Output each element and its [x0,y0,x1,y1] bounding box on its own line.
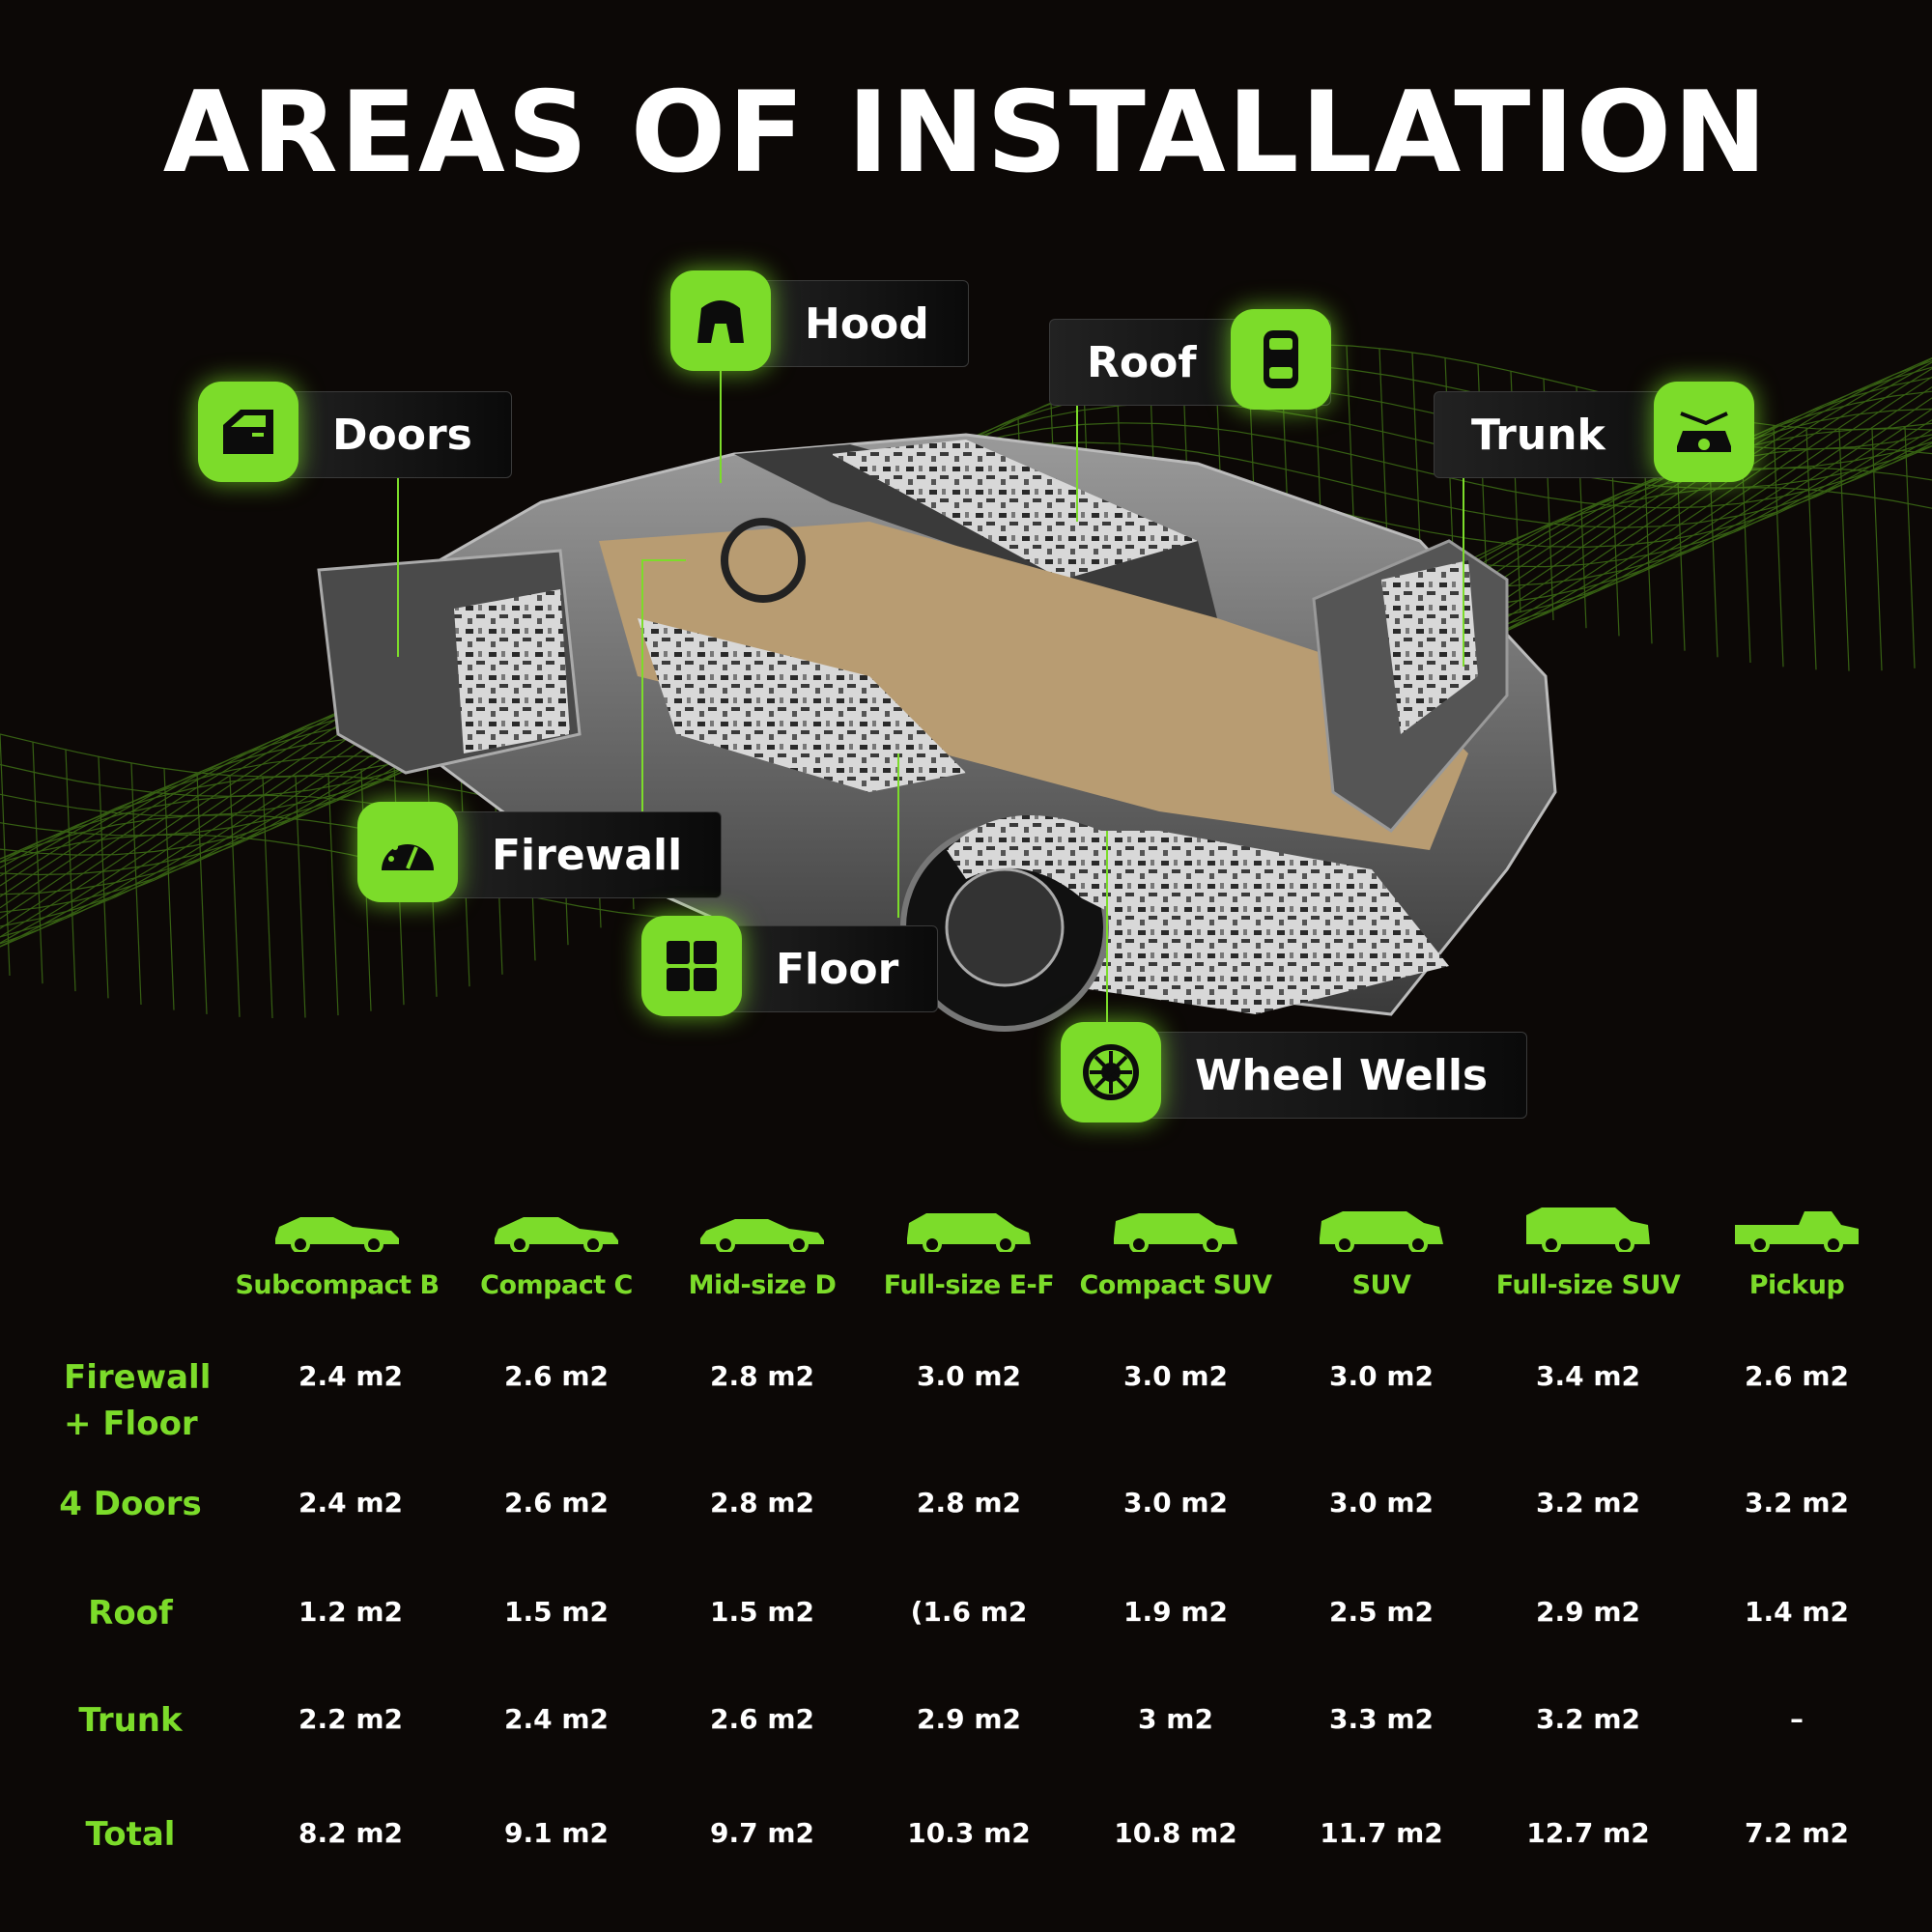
callout-trunk: Trunk [1434,382,1754,482]
table-cell: 2.6 m2 [503,1360,609,1392]
gauge-icon [357,802,458,902]
column-header: Subcompact B [231,1206,443,1300]
table-cell: 10.3 m2 [907,1817,1031,1849]
compact-car-icon [495,1217,618,1254]
table-cell: 3.2 m2 [1535,1703,1640,1735]
table-cell: 3.4 m2 [1535,1360,1640,1392]
page-title: AREAS OF INSTALLATION [162,68,1770,198]
column-header: Compact SUV [1069,1206,1282,1300]
table-cell: 2.4 m2 [503,1703,609,1735]
table-cell: 3.0 m2 [1328,1487,1434,1519]
table-cell: 3.2 m2 [1744,1487,1849,1519]
callout-label: Firewall [425,811,723,898]
table-cell: 2.6 m2 [709,1703,814,1735]
minivan-icon [907,1213,1031,1254]
row-label: Roof [19,1590,242,1636]
row-label: 4 Doors [19,1481,242,1527]
table-cell: 2.4 m2 [298,1360,403,1392]
column-header-label: Compact SUV [1079,1270,1272,1300]
table-cell: 2.2 m2 [298,1703,403,1735]
column-header-label: SUV [1351,1270,1411,1300]
full-size-suv-icon [1526,1208,1650,1254]
table-cell: 2.8 m2 [916,1487,1021,1519]
car-door-icon [198,382,298,482]
sedan-icon [700,1219,824,1254]
table-cell: 9.1 m2 [503,1817,609,1849]
callout-floor: Floor [641,916,939,1016]
table-cell: 2.5 m2 [1328,1596,1434,1628]
column-header-label: Full-size SUV [1495,1270,1681,1300]
callout-wheel-wells: Wheel Wells [1061,1022,1528,1122]
callout-roof: Roof [1049,309,1331,410]
table-cell: 1.5 m2 [709,1596,814,1628]
row-label: Firewall + Floor [64,1354,286,1447]
row-label: Trunk [19,1697,242,1744]
table-cell: 7.2 m2 [1744,1817,1849,1849]
column-header-label: Pickup [1748,1270,1845,1300]
table-cell: 3.3 m2 [1328,1703,1434,1735]
hatchback-icon [275,1217,399,1254]
table-cell: 2.9 m2 [916,1703,1021,1735]
column-header: Full-size SUV [1482,1206,1694,1300]
row-label-line: Trunk [78,1701,183,1740]
table-cell: 1.2 m2 [298,1596,403,1628]
table-cell: 8.2 m2 [298,1817,403,1849]
column-header-label: Subcompact B [235,1270,440,1300]
column-header-label: Mid-size D [688,1270,837,1300]
column-header: Full-size E-F [863,1206,1075,1300]
table-cell: 11.7 m2 [1320,1817,1443,1849]
table-cell: 3.0 m2 [1122,1360,1228,1392]
table-cell: – [1790,1703,1804,1735]
table-cell: 2.4 m2 [298,1487,403,1519]
hood-icon [670,270,771,371]
callout-doors: Doors [198,382,522,482]
table-cell: 2.8 m2 [709,1487,814,1519]
callout-firewall: Firewall [357,802,723,902]
wheel-icon [1061,1022,1161,1122]
column-header-label: Full-size E-F [883,1270,1055,1300]
column-header: Pickup [1690,1206,1903,1300]
table-cell: 3.0 m2 [1328,1360,1434,1392]
table-cell: 12.7 m2 [1526,1817,1650,1849]
column-header-label: Compact C [480,1270,633,1300]
table-cell: 3.2 m2 [1535,1487,1640,1519]
table-cell: (1.6 m2 [910,1596,1028,1628]
callout-label: Floor [709,925,939,1012]
table-cell: 3 m2 [1138,1703,1213,1735]
car-roof-icon [1231,309,1331,410]
table-cell: 3.0 m2 [1122,1487,1228,1519]
car-trunk-icon [1654,382,1754,482]
table-cell: 9.7 m2 [709,1817,814,1849]
row-label-line: + Floor [64,1405,198,1443]
table-cell: 2.6 m2 [1744,1360,1849,1392]
pickup-truck-icon [1735,1211,1859,1254]
table-cell: 10.8 m2 [1114,1817,1237,1849]
compact-suv-icon [1114,1213,1237,1254]
callout-label: Hood [738,280,969,367]
table-cell: 1.9 m2 [1122,1596,1228,1628]
floor-grid-icon [641,916,742,1016]
row-label-line: Firewall [64,1358,212,1397]
row-label-line: Roof [88,1594,173,1633]
row-label-line: 4 Doors [59,1485,202,1523]
column-header: Compact C [450,1206,663,1300]
suv-icon [1320,1211,1443,1254]
row-label: Total [19,1811,242,1858]
column-header: Mid-size D [656,1206,868,1300]
table-cell: 1.5 m2 [503,1596,609,1628]
callout-label: Wheel Wells [1128,1032,1528,1119]
table-cell: 2.6 m2 [503,1487,609,1519]
row-label-line: Total [85,1815,176,1854]
table-cell: 3.0 m2 [916,1360,1021,1392]
table-cell: 1.4 m2 [1744,1596,1849,1628]
callout-hood: Hood [670,270,981,371]
column-header: SUV [1275,1206,1488,1300]
callout-label: Doors [266,391,512,478]
table-cell: 2.8 m2 [709,1360,814,1392]
table-cell: 2.9 m2 [1535,1596,1640,1628]
